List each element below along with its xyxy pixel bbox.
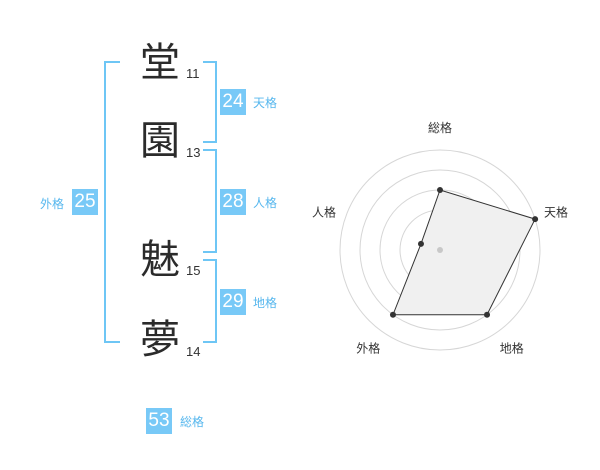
- jinkaku-label: 人格: [253, 196, 278, 210]
- soukaku-label: 総格: [180, 415, 205, 429]
- stroke-count-4: 14: [186, 344, 201, 359]
- radar-axis-label-1: 総格: [428, 120, 452, 135]
- radar-series-polygon: [392, 189, 536, 316]
- name-char-3: 魅: [140, 237, 180, 283]
- soukaku-badge: 53: [146, 408, 172, 434]
- chikaku-badge: 29: [220, 289, 246, 315]
- chikaku-label: 地格: [253, 296, 278, 310]
- chikaku-bracket: [203, 259, 217, 343]
- tenkaku-bracket: [203, 61, 217, 143]
- radar-point-4: [389, 311, 396, 318]
- radar-axis-label-5: 人格: [312, 204, 336, 219]
- gaikaku-badge: 25: [72, 189, 98, 215]
- radar-grid-ring: [339, 149, 541, 351]
- jinkaku-badge: 28: [220, 189, 246, 215]
- radar-point-1: [437, 187, 443, 193]
- radar-point-2: [532, 216, 539, 223]
- radar-center-point: [437, 247, 443, 253]
- gaikaku-bracket: [104, 61, 120, 343]
- radar-axis-label-3: 地格: [500, 341, 524, 356]
- tenkaku-label: 天格: [253, 96, 278, 110]
- name-char-4: 夢: [140, 317, 180, 363]
- gaikaku-label: 外格: [40, 197, 65, 211]
- name-char-2: 園: [140, 118, 180, 164]
- radar-axis-label-4: 外格: [356, 341, 380, 356]
- radar-point-3: [484, 311, 491, 318]
- stroke-count-2: 13: [186, 145, 201, 160]
- radar-axis-label-2: 天格: [544, 204, 568, 219]
- tenkaku-badge: 24: [220, 89, 246, 115]
- stroke-count-3: 15: [186, 263, 201, 278]
- jinkaku-bracket: [203, 149, 217, 253]
- radar-point-5: [417, 240, 424, 247]
- name-char-1: 堂: [140, 40, 180, 86]
- stroke-count-1: 11: [186, 66, 200, 81]
